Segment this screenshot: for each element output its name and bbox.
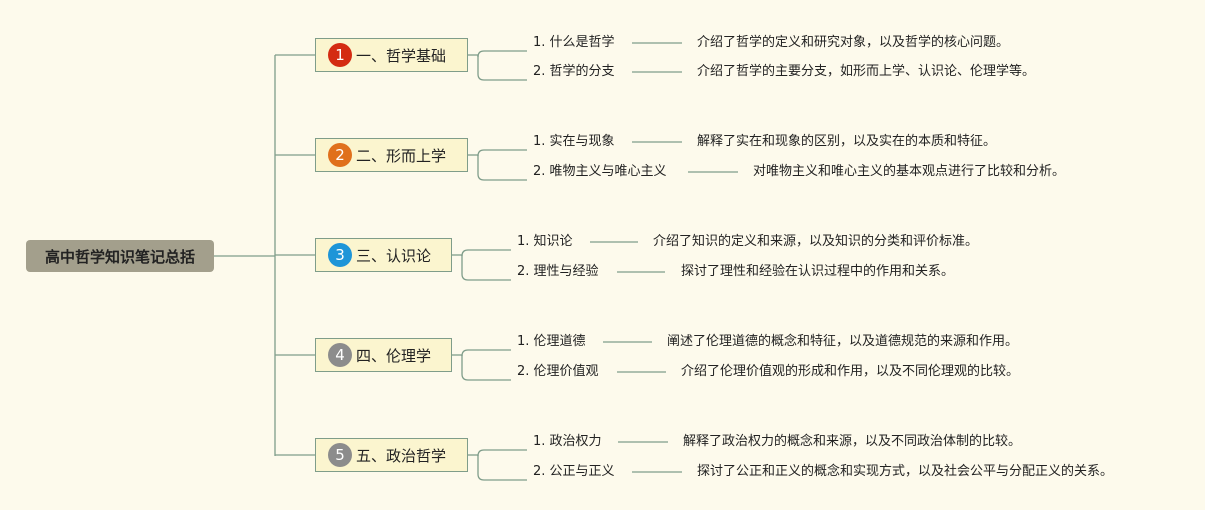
sub-item-label[interactable]: 2. 理性与经验 [517,264,599,279]
sub-item-label[interactable]: 1. 政治权力 [533,434,602,449]
branch-label: 一、哲学基础 [356,46,447,65]
sub-item-description: 介绍了知识的定义和来源，以及知识的分类和评价标准。 [653,234,979,249]
sub-item-label[interactable]: 2. 伦理价值观 [517,364,599,379]
number-badge-icon: 3 [328,243,352,267]
sub-item-description: 介绍了哲学的定义和研究对象，以及哲学的核心问题。 [697,35,1010,50]
branch-label: 二、形而上学 [356,146,447,165]
number-badge-icon: 5 [328,443,352,467]
sub-item-description: 探讨了公正和正义的概念和实现方式，以及社会公平与分配正义的关系。 [697,464,1114,479]
sub-item-description: 解释了政治权力的概念和来源，以及不同政治体制的比较。 [683,434,1022,449]
root-node[interactable]: 高中哲学知识笔记总括 [26,240,214,272]
branch-label: 五、政治哲学 [356,446,447,465]
sub-item-description: 介绍了哲学的主要分支，如形而上学、认识论、伦理学等。 [697,64,1036,79]
sub-item-label[interactable]: 2. 公正与正义 [533,464,615,479]
connector-line [477,149,527,157]
sub-item-label[interactable]: 2. 哲学的分支 [533,64,615,79]
number-badge-icon: 2 [328,143,352,167]
sub-item-description: 阐述了伦理道德的概念和特征，以及道德规范的来源和作用。 [667,334,1019,349]
connector-line [461,349,511,357]
connector-line [461,249,511,257]
branch-label: 三、认识论 [356,246,432,265]
connector-line [461,355,511,381]
root-label: 高中哲学知识笔记总括 [44,247,195,266]
connector-line [477,155,527,181]
branch-label: 四、伦理学 [356,346,432,365]
connector-line [461,255,511,281]
connector-line [477,50,527,58]
sub-item-description: 探讨了理性和经验在认识过程中的作用和关系。 [681,264,955,279]
sub-item-label[interactable]: 1. 实在与现象 [533,134,615,149]
sub-item-description: 介绍了伦理价值观的形成和作用，以及不同伦理观的比较。 [681,364,1020,379]
sub-item-label[interactable]: 2. 唯物主义与唯心主义 [533,164,667,179]
sub-item-description: 对唯物主义和唯心主义的基本观点进行了比较和分析。 [753,164,1066,179]
number-badge-icon: 4 [328,343,352,367]
sub-item-label[interactable]: 1. 知识论 [517,234,573,249]
connector-line [477,55,527,81]
sub-item-label[interactable]: 1. 伦理道德 [517,334,586,349]
sub-item-label[interactable]: 1. 什么是哲学 [533,35,615,50]
sub-item-description: 解释了实在和现象的区别，以及实在的本质和特征。 [697,134,997,149]
connector-line [477,455,527,481]
number-badge-icon: 1 [328,43,352,67]
connector-line [477,449,527,457]
